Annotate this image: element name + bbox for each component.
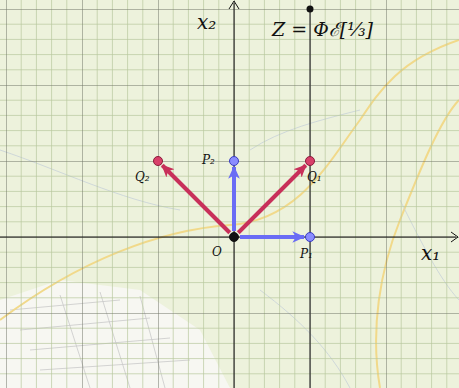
axis-label: x₁ (421, 243, 440, 263)
marker-dot (307, 6, 314, 13)
axis-arrowhead (451, 232, 458, 242)
basis-vector-arrow (162, 165, 230, 233)
marker-line (309, 9, 310, 388)
basis-vector-arrow (240, 235, 304, 239)
x1-axis (0, 237, 456, 238)
axis-arrowhead (229, 1, 239, 9)
point-label: Q₂ (135, 171, 143, 183)
vector-point: Q₁ (305, 156, 315, 166)
x2-axis (234, 3, 235, 388)
basis-vector-arrow (232, 167, 236, 231)
point-label: P₁ (300, 248, 308, 260)
vector-point: P₁ (305, 232, 315, 242)
vector-point: Q₂ (153, 156, 163, 166)
point-label: O (212, 246, 220, 258)
basis-vector-arrow (238, 165, 306, 233)
point-label: Q₁ (307, 171, 315, 183)
axis-label: x₂ (197, 12, 216, 32)
vector-point: P₂ (229, 156, 239, 166)
point-label: P₂ (202, 154, 210, 166)
map-title: Z = Φℰ[⅓] (272, 20, 373, 39)
origin-point: O (229, 232, 239, 242)
